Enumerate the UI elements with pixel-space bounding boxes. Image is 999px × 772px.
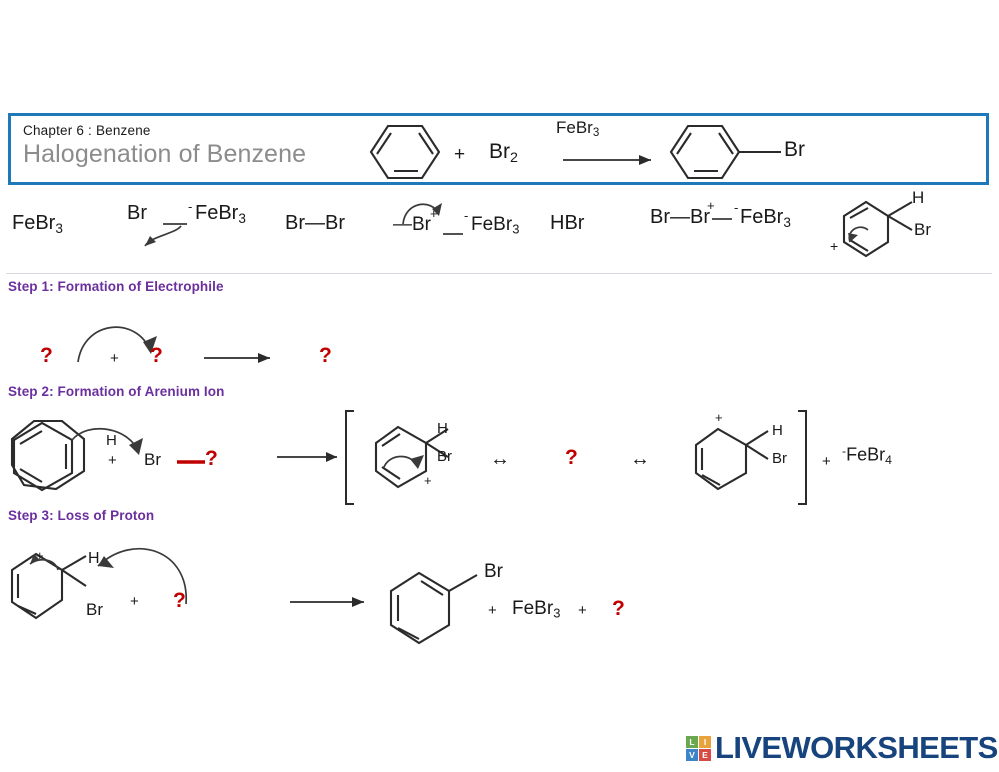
- logo-tile-l: L: [686, 735, 698, 748]
- step2-heading: Step 2: Formation of Arenium Ion: [8, 384, 225, 399]
- step1-blank-3[interactable]: ?: [319, 344, 332, 367]
- equation-product-substituent: Br: [784, 138, 805, 161]
- step1-blank-2[interactable]: ?: [150, 344, 163, 367]
- step2-blank-1[interactable]: ?: [205, 447, 218, 470]
- step2-resonance-arrow-1: ↔: [490, 448, 510, 470]
- logo-tile-i: I: [699, 735, 711, 748]
- logo-tile-e: E: [699, 748, 711, 761]
- step2-res-right-br: Br: [772, 450, 787, 467]
- step2-reactant-diagram: [0, 405, 300, 500]
- step3-product-plus-1: +: [488, 602, 497, 619]
- step3-reactant-diagram: [0, 528, 300, 643]
- token-6-febr3-text: FeBr3: [740, 206, 791, 230]
- liveworksheets-logo: L I V E LIVEWORKSHEETS: [686, 730, 998, 766]
- step2-reaction-arrow: [277, 452, 337, 462]
- step3-blank-2[interactable]: ?: [612, 597, 625, 620]
- logo-wordmark: LIVEWORKSHEETS: [715, 730, 998, 765]
- chapter-label: Chapter 6 : Benzene: [23, 123, 151, 138]
- token-br-br[interactable]: Br—Br: [285, 212, 345, 234]
- step3-product-plus-2: +: [578, 602, 587, 619]
- step3-heading: Step 3: Loss of Proton: [8, 508, 155, 523]
- step2-res-left-br: Br: [437, 448, 452, 465]
- step2-res-right-h: H: [772, 422, 783, 439]
- page-title: Halogenation of Benzene: [23, 140, 307, 168]
- step2-resonance-left: [340, 405, 520, 510]
- step3-product-substituent: Br: [484, 561, 503, 582]
- step2-res-left-h: H: [437, 420, 448, 437]
- step1-diagram: [0, 300, 460, 380]
- token-febr3-text: FeBr3: [195, 202, 246, 226]
- step2-resonance-arrow-2: ↔: [630, 448, 650, 470]
- step2-res-left-charge: +: [424, 473, 432, 488]
- step3-br-label: Br: [86, 600, 103, 619]
- step2-red-bond: [177, 460, 205, 464]
- token-4-febr3-text: FeBr3: [471, 214, 520, 237]
- header-equation: + Br2 FeBr3 Br: [341, 118, 981, 186]
- step3-h-label: H: [88, 550, 100, 567]
- step1-blank-1[interactable]: ?: [40, 344, 53, 367]
- step2-plus: +: [108, 452, 117, 469]
- step2-br-label: Br: [144, 450, 161, 469]
- equation-reagent: Br2: [489, 140, 518, 166]
- step2-res-right-charge: +: [715, 410, 723, 425]
- step3-reaction-arrow: [290, 597, 364, 607]
- equation-plus: +: [454, 144, 466, 165]
- step1-plus: +: [110, 350, 119, 367]
- section-divider: [6, 273, 992, 274]
- token-febr3[interactable]: FeBr3: [12, 212, 63, 236]
- step2-h-label: H: [106, 432, 117, 449]
- step2-counterion-plus: +: [822, 453, 831, 470]
- step3-product-ring: [385, 555, 565, 655]
- logo-tile-v: V: [686, 748, 698, 761]
- step3-byproduct: FeBr3: [512, 598, 561, 621]
- token-hbr[interactable]: HBr: [550, 212, 585, 234]
- reaction-arrow: [563, 155, 651, 165]
- logo-tiles: L I V E: [686, 735, 711, 761]
- step2-counterion: -FeBr4: [842, 444, 892, 467]
- step3-blank-1[interactable]: ?: [173, 589, 186, 612]
- benzene-ring-product: [669, 124, 781, 180]
- step3-plus: +: [130, 593, 139, 610]
- step2-resonance-right: [690, 405, 870, 510]
- draggable-token-bank: FeBr3 Br - FeBr3 Br—Br —Br +: [12, 188, 931, 258]
- step1-heading: Step 1: Formation of Electrophile: [8, 279, 224, 294]
- step2-blank-2[interactable]: ?: [565, 446, 578, 469]
- benzene-ring-reactant: [369, 124, 441, 180]
- step3-charge: +: [36, 548, 44, 563]
- header-banner: Chapter 6 : Benzene Halogenation of Benz…: [8, 113, 989, 185]
- equation-catalyst: FeBr3: [556, 118, 600, 140]
